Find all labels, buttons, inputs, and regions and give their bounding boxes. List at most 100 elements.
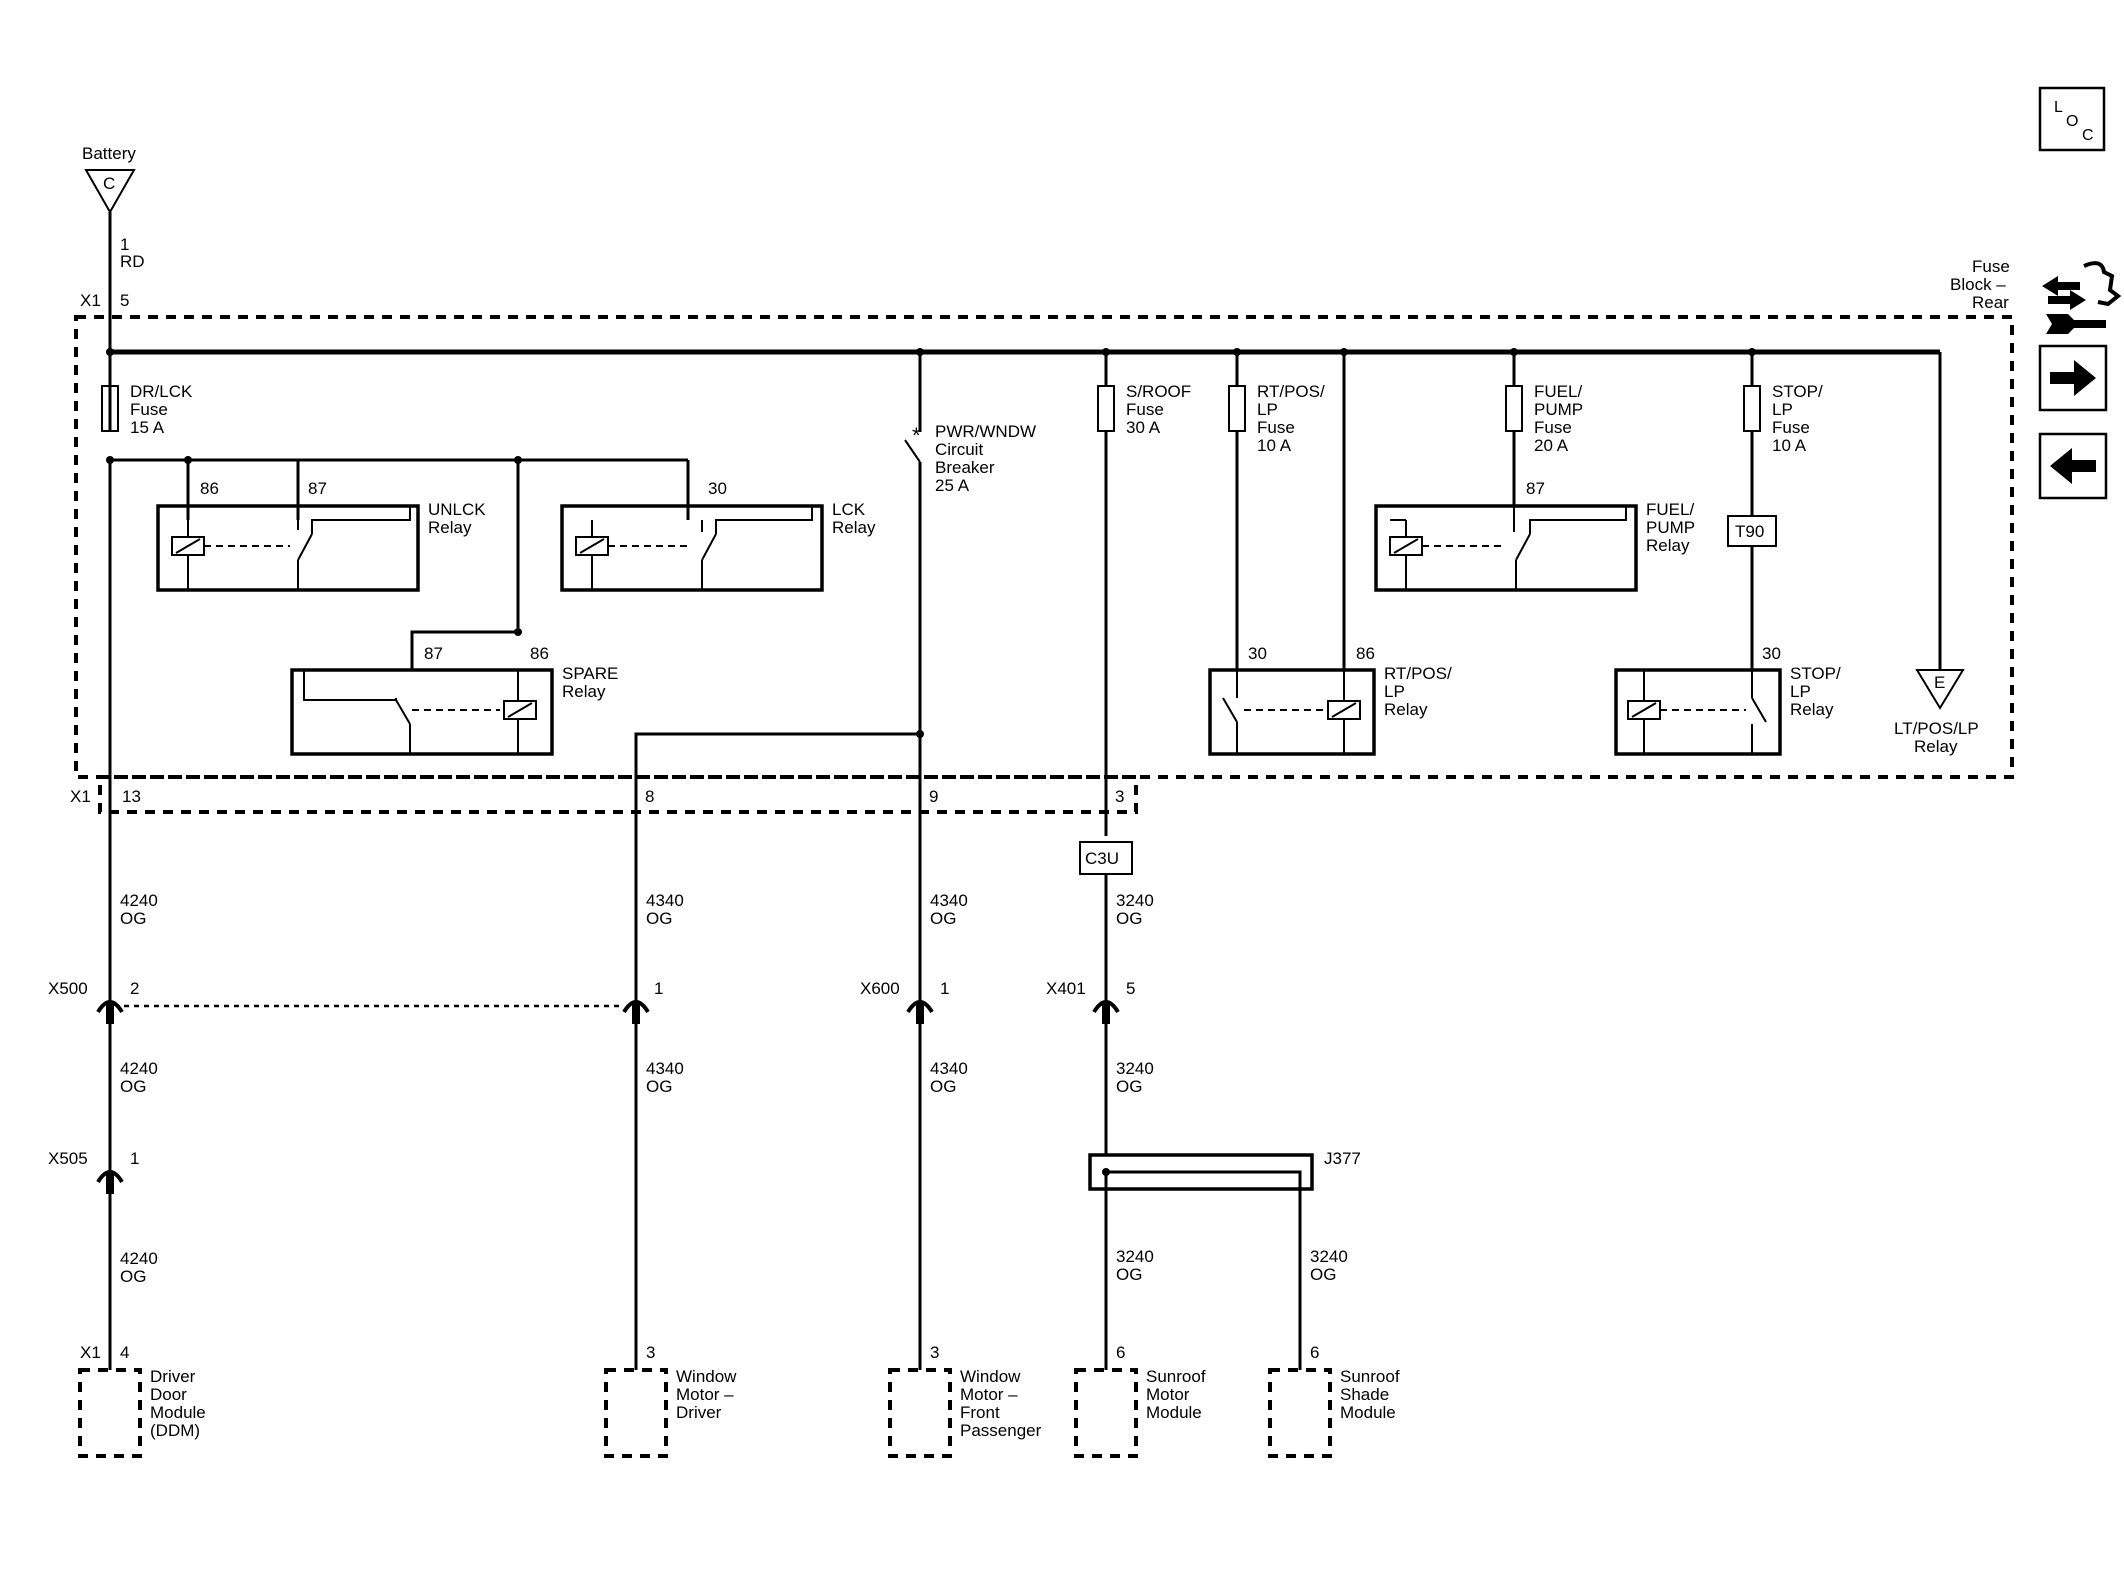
sr-motor-label-2: Motor — [1146, 1385, 1190, 1404]
rtposlp-relay-pin-86: 86 — [1356, 644, 1375, 663]
wm-driver-module-box — [604, 1368, 668, 1458]
wire4-circuit: 3240 — [1116, 891, 1154, 910]
wire11-color: OG — [1310, 1265, 1336, 1284]
fuse-block-label-3: Rear — [1972, 293, 2009, 312]
x401-connector-symbol — [1092, 1000, 1120, 1024]
wire9-color: OG — [120, 1267, 146, 1286]
sroof-fuse-label-3: 30 A — [1126, 418, 1161, 437]
fuse-block-label-2: Block – — [1950, 275, 2006, 294]
wm-pass-label-1: Window — [960, 1367, 1021, 1386]
stoplp-relay-box — [1614, 668, 1782, 756]
breaker-star-icon: * — [912, 423, 921, 448]
fuelpump-relay-box — [1374, 504, 1638, 592]
window-driver-feed — [634, 732, 920, 1370]
wire7-circuit: 4340 — [930, 1059, 968, 1078]
fuelpump-relay-pin-87: 87 — [1526, 479, 1545, 498]
back-arrow-icon[interactable] — [2038, 432, 2108, 500]
spare-relay-box — [290, 668, 554, 756]
x500-name: X500 — [48, 979, 88, 998]
sr-shade-label-2: Shade — [1340, 1385, 1389, 1404]
stoplp-relay-label-3: Relay — [1790, 700, 1834, 719]
drlck-fuse-label-3: 15 A — [130, 418, 165, 437]
fuse-block-conn-top: X1 — [80, 291, 101, 310]
rtposlp-relay-label-3: Relay — [1384, 700, 1428, 719]
battery-source-symbol — [84, 169, 136, 215]
wire7-color: OG — [930, 1077, 956, 1096]
wm-pass-cav: 3 — [930, 1343, 939, 1362]
spare-87-feed — [410, 630, 518, 670]
stoplp-fuse-label-1: STOP/ — [1772, 382, 1823, 401]
fuelpump-fuse-label-1: FUEL/ — [1534, 382, 1582, 401]
x500-cav: 2 — [130, 979, 139, 998]
rtposlp-fuse-label-3: Fuse — [1257, 418, 1295, 437]
rtposlp-fuse-label-1: RT/POS/ — [1257, 382, 1325, 401]
wire6-circuit: 4340 — [646, 1059, 684, 1078]
wm-driver-label-2: Motor – — [676, 1385, 734, 1404]
x500-connector-symbol — [96, 1000, 124, 1024]
x1-cav-9: 9 — [929, 787, 938, 806]
spare-relay-pin-87: 87 — [424, 644, 443, 663]
spare-relay-coil — [503, 700, 537, 720]
x401-cav: 5 — [1126, 979, 1135, 998]
spare-relay-pin-86: 86 — [530, 644, 549, 663]
wire4-color: OG — [1116, 909, 1142, 928]
fuelpump-fuse-symbol — [1505, 385, 1523, 432]
ddm-module-box — [78, 1368, 142, 1458]
x1-cav-3: 3 — [1115, 787, 1124, 806]
ddm-conn: X1 — [80, 1343, 101, 1362]
location-button[interactable]: L O C — [2038, 86, 2106, 152]
fuse-block-label-1: Fuse — [1972, 257, 2010, 276]
lt-relay-label-2: Relay — [1914, 737, 1958, 756]
sunroof-shade-feed — [1106, 1170, 1302, 1370]
stoplp-fuse-label-2: LP — [1772, 400, 1793, 419]
rtposlp-relay-box — [1208, 668, 1376, 756]
ddm-cav: 4 — [120, 1343, 129, 1362]
sr-shade-cav: 6 — [1310, 1343, 1319, 1362]
stoplp-relay-pin-30: 30 — [1762, 644, 1781, 663]
wire3-color: OG — [930, 909, 956, 928]
wm-driver-label-1: Window — [676, 1367, 737, 1386]
fuse-block-connector-strip — [98, 775, 1138, 814]
fuelpump-relay-label-3: Relay — [1646, 536, 1690, 555]
sr-motor-label-3: Module — [1146, 1403, 1202, 1422]
stoplp-fuse-label-4: 10 A — [1772, 436, 1807, 455]
breaker-label-1: PWR/WNDW — [935, 422, 1036, 441]
x401-name: X401 — [1046, 979, 1086, 998]
fuse-block-border — [74, 315, 2014, 779]
loc-c: C — [2082, 127, 2094, 144]
unlck-relay-pin-87: 87 — [308, 479, 327, 498]
x505-name: X505 — [48, 1149, 88, 1168]
unlck-relay-label-2: Relay — [428, 518, 472, 537]
rtposlp-fuse-label-2: LP — [1257, 400, 1278, 419]
sr-shade-label-3: Module — [1340, 1403, 1396, 1422]
sr-motor-cav: 6 — [1116, 1343, 1125, 1362]
breaker-switch — [904, 439, 921, 463]
rtposlp-fuse-label-4: 10 A — [1257, 436, 1292, 455]
x600-name: X600 — [860, 979, 900, 998]
component-view-icon[interactable] — [2042, 261, 2122, 334]
c3u-label: C3U — [1085, 849, 1119, 868]
wire1-circuit: 4240 — [120, 891, 158, 910]
wire8-circuit: 3240 — [1116, 1059, 1154, 1078]
x505-connector-symbol — [96, 1170, 124, 1194]
rtposlp-relay-label-1: RT/POS/ — [1384, 664, 1452, 683]
x505-cav: 1 — [130, 1149, 139, 1168]
stoplp-relay-label-2: LP — [1790, 682, 1811, 701]
wire5-color: OG — [120, 1077, 146, 1096]
battery-wire-color: RD — [120, 252, 145, 271]
wire2-circuit: 4340 — [646, 891, 684, 910]
battery-wire-cavity: 1 — [120, 235, 129, 254]
battery-label: Battery — [82, 144, 136, 163]
unlck-relay-pin-86: 86 — [200, 479, 219, 498]
wire11-circuit: 3240 — [1310, 1247, 1348, 1266]
breaker-label-4: 25 A — [935, 476, 970, 495]
x500-cav-2: 1 — [654, 979, 663, 998]
sroof-fuse-symbol — [1097, 385, 1115, 432]
fuelpump-fuse-label-3: Fuse — [1534, 418, 1572, 437]
lt-relay-label-1: LT/POS/LP — [1894, 719, 1979, 738]
fuelpump-relay-label-2: PUMP — [1646, 518, 1695, 537]
rtposlp-fuse-symbol — [1228, 385, 1246, 432]
rtposlp-relay-pin-30: 30 — [1248, 644, 1267, 663]
forward-arrow-icon[interactable] — [2038, 344, 2108, 412]
wm-pass-module-box — [888, 1368, 952, 1458]
